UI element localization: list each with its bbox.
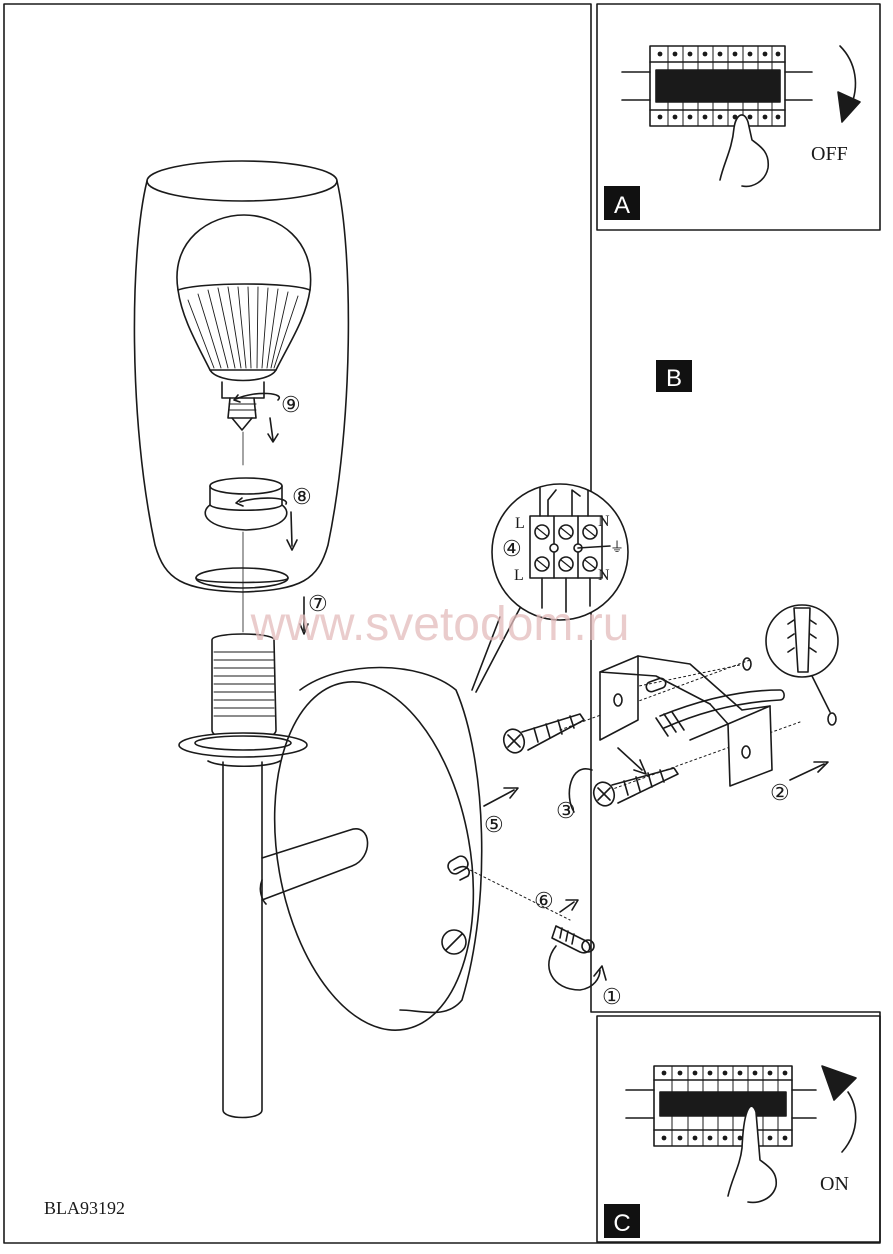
wall-canopy [273,666,483,1031]
terminal-n-bottom: N [598,567,610,584]
down-arrow-9 [267,417,279,443]
panel-c-switch-arc [841,1091,857,1153]
terminal-l-bottom: L [514,567,524,584]
main-frame [3,3,881,1244]
panel-c-frame [596,1015,881,1243]
up-arrow-6 [559,899,579,913]
panel-b-letter: B [666,365,682,392]
panel-a-breakers [621,45,813,127]
model-code: BLA93192 [44,1198,125,1218]
step-1: ① [602,984,622,1009]
screw-arrow-3 [617,747,647,775]
step-3: ③ [556,798,576,823]
panel-a-frame [596,3,881,231]
lamp-socket [178,633,308,767]
step-6: ⑥ [534,888,554,913]
arrow-down-icon [837,91,861,123]
rotate-arrow-3 [568,768,593,813]
rotate-arrow-9 [235,392,281,401]
step-9: ⑨ [281,392,301,417]
screw-top [502,713,585,754]
panel-b-letter-box [656,360,692,392]
wall-plug-detail [765,604,839,713]
down-arrow-8 [286,511,298,551]
step-4: ④ [502,536,522,561]
off-label: OFF [811,143,848,165]
shade-ring [204,477,288,531]
rotate-arrow-1 [548,945,601,991]
earth-icon: ⏚ [610,540,624,556]
panel-c-breakers [625,1065,817,1147]
screw-small [551,925,595,954]
panel-c-letter: C [613,1210,630,1237]
rotate-arrow-8 [239,497,287,505]
alignment-lines [465,659,801,921]
down-arrow-7 [299,596,309,635]
push-arrow-2 [789,761,829,781]
screw-bottom [592,767,679,807]
watermark: www.svetodom.ru [250,598,630,651]
arrow-up-icon [821,1065,857,1101]
terminal-n-top: N [598,513,610,530]
push-arrow-5 [483,787,519,807]
wiring-detail: L L N N ⏚ [471,483,629,693]
panel-c-hand [727,1105,778,1204]
panel-a-hand [719,114,770,188]
step-2: ② [770,780,790,805]
panel-a-letter: A [614,192,630,219]
lamp-arm [222,761,369,1119]
step-5: ⑤ [484,812,504,837]
glass-shade [133,160,350,593]
panel-c-letter-box [604,1204,640,1238]
led-bulb [176,214,312,431]
panel-a-letter-box [604,186,640,220]
terminal-l-top: L [515,515,525,532]
step-7: ⑦ [308,591,328,616]
on-label: ON [820,1173,849,1195]
step-8: ⑧ [292,484,312,509]
mounting-bracket [599,655,837,787]
